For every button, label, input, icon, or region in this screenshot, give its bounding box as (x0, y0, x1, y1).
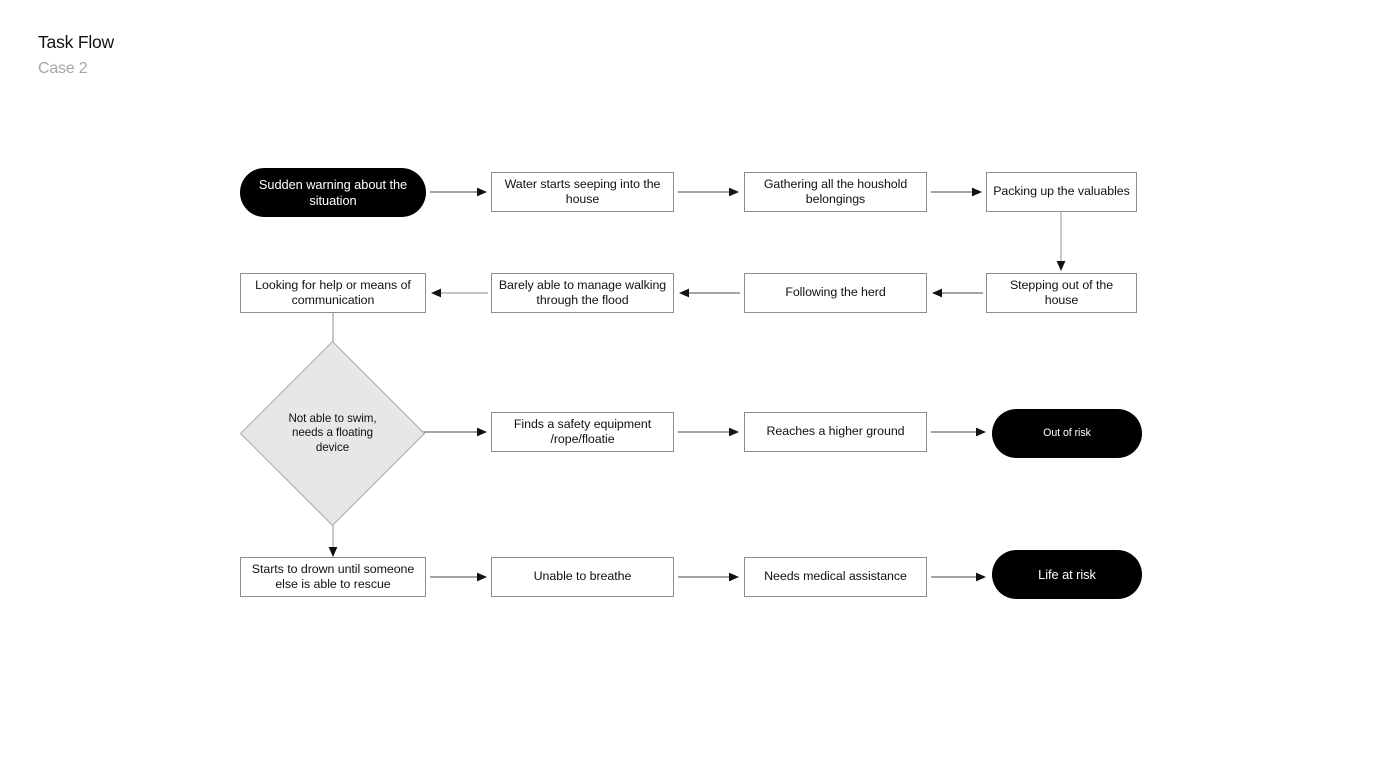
page-subtitle: Case 2 (38, 59, 88, 77)
flow-node-out-of-risk[interactable]: Out of risk (992, 409, 1142, 458)
flow-node-gathering-belongings[interactable]: Gathering all the houshold belongings (744, 172, 927, 212)
connector-n1-n2 (430, 184, 488, 200)
flow-node-starts-to-drown[interactable]: Starts to drown until someone else is ab… (240, 557, 426, 597)
flow-node-unable-to-breathe[interactable]: Unable to breathe (491, 557, 674, 597)
flow-node-barely-walking[interactable]: Barely able to manage walking through th… (491, 273, 674, 313)
flow-node-reaches-higher-ground[interactable]: Reaches a higher ground (744, 412, 927, 452)
connector-n3-n4 (931, 184, 983, 200)
page-header: Task Flow Case 2 (38, 31, 114, 79)
page-title: Task Flow (38, 32, 114, 52)
flow-node-life-at-risk[interactable]: Life at risk (992, 550, 1142, 599)
connector-n11-n12 (931, 424, 987, 440)
connector-n4-n5 (1053, 212, 1069, 272)
connector-n10-n11 (678, 424, 740, 440)
connector-n7-n8 (430, 285, 488, 301)
connector-n13-n14 (430, 569, 488, 585)
connector-n15-n16 (931, 569, 987, 585)
flow-node-finds-safety-equipment[interactable]: Finds a safety equipment /rope/floatie (491, 412, 674, 452)
connector-n5-n6 (931, 285, 983, 301)
flow-node-following-herd[interactable]: Following the herd (744, 273, 927, 313)
flow-node-stepping-out[interactable]: Stepping out of the house (986, 273, 1137, 313)
flow-node-packing-valuables[interactable]: Packing up the valuables (986, 172, 1137, 212)
flow-node-decision-label: Not able to swim, needs a floating devic… (288, 412, 377, 454)
flow-node-water-seeping[interactable]: Water starts seeping into the house (491, 172, 674, 212)
flow-node-looking-for-help[interactable]: Looking for help or means of communicati… (240, 273, 426, 313)
connector-n6-n7 (678, 285, 740, 301)
flow-node-decision-cannot-swim[interactable]: Not able to swim, needs a floating devic… (239, 340, 426, 527)
flow-node-sudden-warning[interactable]: Sudden warning about the situation (240, 168, 426, 217)
flow-node-needs-medical-assistance[interactable]: Needs medical assistance (744, 557, 927, 597)
connector-n2-n3 (678, 184, 740, 200)
connector-n14-n15 (678, 569, 740, 585)
